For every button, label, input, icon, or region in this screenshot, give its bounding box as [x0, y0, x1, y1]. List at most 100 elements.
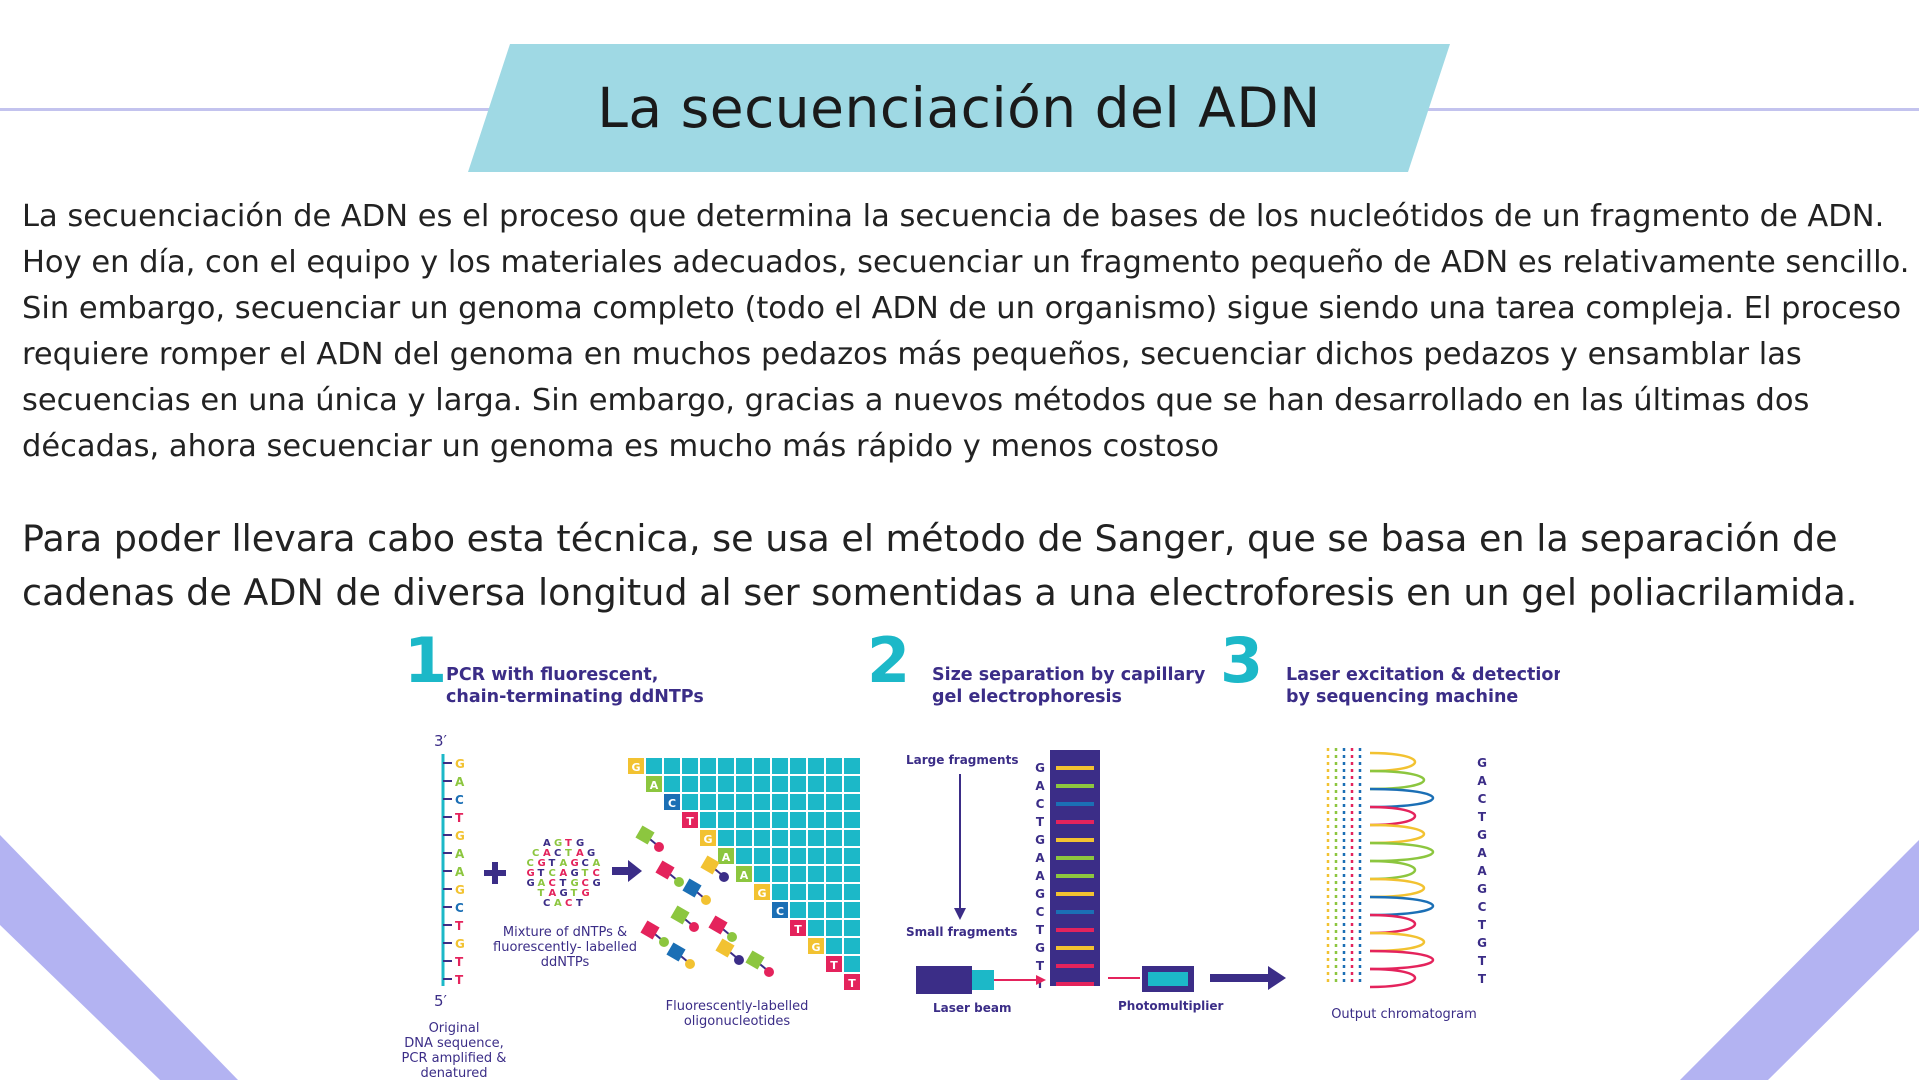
step-2-title-line1: Size separation by capillary: [932, 665, 1206, 685]
mixture-letter: G: [538, 858, 546, 869]
grid-cell: [826, 938, 842, 954]
gel-letter: G: [1035, 761, 1045, 775]
grid-label-cell: [646, 776, 662, 792]
grid-cell: [754, 848, 770, 864]
grid-label-cell: [700, 830, 716, 846]
mixture-letter: G: [576, 838, 584, 849]
strand-base-letter: A: [455, 775, 465, 789]
laser-beam-label: Laser beam: [933, 1001, 1011, 1015]
grid-cell: [808, 920, 824, 936]
molecule-atom: [734, 955, 744, 965]
header-line-right: [1425, 108, 1919, 111]
grid-label-letter: G: [703, 833, 712, 846]
grid-cell: [790, 866, 806, 882]
arrow-right-icon: [1210, 966, 1286, 990]
grid-label-cell: [718, 848, 734, 864]
grid-label-letter: A: [740, 869, 749, 882]
chromatogram-peak: [1369, 787, 1435, 809]
chromatogram-peak: [1369, 877, 1425, 899]
mixture-caption-line2: fluorescently- labelled: [493, 940, 637, 955]
gel-letter: A: [1035, 869, 1045, 883]
step-2-title-line2: gel electrophoresis: [932, 687, 1122, 707]
chromatogram-letter: T: [1478, 954, 1487, 968]
title-banner: [468, 44, 1450, 172]
grid-cell: [844, 938, 860, 954]
chromatogram-letter: A: [1477, 864, 1487, 878]
step-3-number: 3: [1220, 630, 1263, 697]
chromatogram-letter: G: [1477, 936, 1487, 950]
grid-cell: [736, 776, 752, 792]
molecule-tag: [745, 950, 765, 970]
grid-cell: [844, 794, 860, 810]
chromatogram-letter: G: [1477, 882, 1487, 896]
grid-cell: [754, 866, 770, 882]
photomultiplier-window: [1148, 972, 1188, 986]
grid-cell: [736, 812, 752, 828]
mixture-letter: A: [543, 838, 551, 849]
grid-label-cell: [844, 974, 860, 990]
grid-cell: [718, 830, 734, 846]
labelled-caption-line2: oligonucleotides: [684, 1014, 791, 1029]
grid-cell: [808, 848, 824, 864]
grid-label-letter: G: [811, 941, 820, 954]
grid-cell: [790, 848, 806, 864]
gel-band: [1056, 784, 1094, 788]
grid-cell: [844, 848, 860, 864]
mixture-letter: C: [565, 898, 572, 909]
original-caption-line1: Original: [429, 1021, 480, 1036]
mixture-letter: A: [560, 868, 568, 879]
strand-base-letter: T: [455, 955, 464, 969]
gel-band: [1056, 982, 1094, 986]
gel-letter: G: [1035, 887, 1045, 901]
gel-band: [1056, 928, 1094, 932]
strand-base-letter: G: [455, 937, 465, 951]
molecule-atom: [674, 877, 684, 887]
grid-cell: [808, 794, 824, 810]
strand-base-letter: C: [455, 901, 464, 915]
grid-cell: [736, 758, 752, 774]
grid-cell: [826, 758, 842, 774]
mixture-letter: A: [560, 858, 568, 869]
step-3-title-line1: Laser excitation & detection: [1286, 665, 1560, 685]
grid-cell: [772, 776, 788, 792]
grid-cell: [826, 794, 842, 810]
chromatogram-peak: [1369, 769, 1425, 791]
laser-beam-head: [1036, 975, 1046, 985]
grid-label-letter: G: [757, 887, 766, 900]
original-caption-line2: DNA sequence,: [404, 1036, 504, 1051]
photomultiplier-label: Photomultiplier: [1118, 999, 1224, 1013]
gel-band: [1056, 874, 1094, 878]
chromatogram-peak: [1369, 841, 1435, 863]
gel-letter: T: [1036, 959, 1045, 973]
chromatogram-peak: [1369, 859, 1417, 881]
mixture-letter: C: [593, 868, 600, 879]
grid-cell: [700, 812, 716, 828]
grid-cell: [772, 848, 788, 864]
mixture-letter: G: [554, 838, 562, 849]
grid-cell: [772, 866, 788, 882]
grid-cell: [790, 812, 806, 828]
mixture-letter: A: [554, 898, 562, 909]
chromatogram-letter: C: [1478, 792, 1487, 806]
labelled-caption-line1: Fluorescently-labelled: [666, 999, 809, 1014]
mixture-letter: G: [527, 868, 535, 879]
grid-label-letter: A: [722, 851, 731, 864]
chromatogram-peak: [1369, 913, 1417, 935]
labelled-molecules: [635, 825, 774, 977]
mixture-letter: G: [587, 848, 595, 859]
step-1-number: 1: [404, 630, 447, 697]
mixture-letter: T: [538, 888, 545, 899]
plus-icon: [484, 862, 506, 884]
grid-label-cell: [772, 902, 788, 918]
molecule-atom: [727, 932, 737, 942]
gel-band: [1056, 946, 1094, 950]
grid-label-cell: [754, 884, 770, 900]
strand-base-letter: A: [455, 847, 465, 861]
mixture-letter: G: [571, 868, 579, 879]
gel-band: [1056, 910, 1094, 914]
sanger-paragraph: Para poder llevara cabo esta técnica, se…: [22, 517, 1858, 614]
mixture-letter: T: [582, 868, 589, 879]
gel-letter: A: [1035, 779, 1045, 793]
